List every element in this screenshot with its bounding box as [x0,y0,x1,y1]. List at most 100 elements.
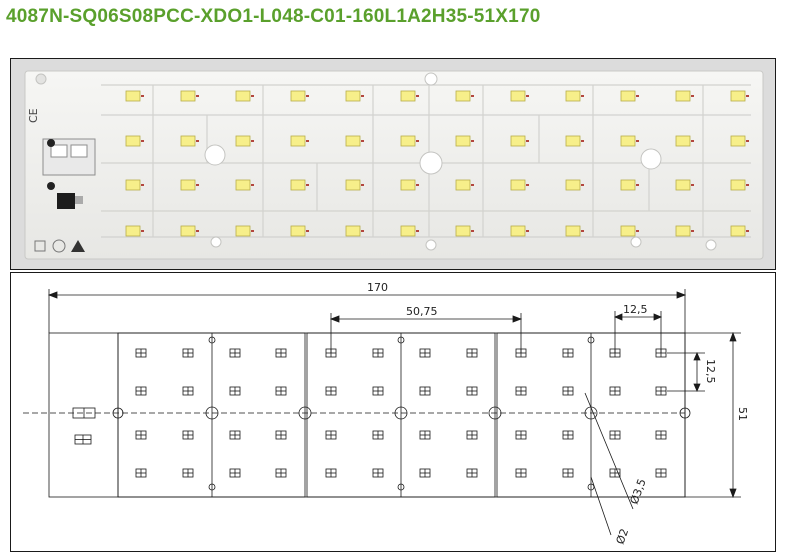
led-chip [345,135,364,147]
led-footprint [419,348,431,358]
led-chip [180,179,199,191]
led-chip [620,135,639,147]
led-chip [180,225,199,237]
dim-pitch-y-label: 12,5 [704,359,717,384]
led-footprint [466,430,478,440]
warning-symbols [34,239,85,253]
led-chip [675,179,694,191]
led-chip [730,135,749,147]
led-chip [400,225,419,237]
led-chip [235,225,254,237]
led-chip [290,90,309,102]
board-outline [48,332,686,498]
module-1 [117,332,306,498]
led-chip [400,179,419,191]
led-chip [290,135,309,147]
led-chip [345,90,364,102]
led-chip [565,179,584,191]
led-footprint [515,468,527,478]
led-footprint [655,468,667,478]
technical-drawing: 170 50,75 12,5 12,5 51 Ø3,5 Ø2 [10,272,776,552]
led-chip [565,135,584,147]
led-footprint [325,386,337,396]
led-footprint [325,468,337,478]
leader-hole-large [584,392,634,510]
led-chip [675,225,694,237]
led-footprint [372,430,384,440]
led-chip [290,179,309,191]
led-footprint [229,348,241,358]
led-footprint [609,348,621,358]
led-footprint [515,348,527,358]
led-footprint [655,386,667,396]
led-footprint [325,348,337,358]
led-chip [510,135,529,147]
led-footprint [182,430,194,440]
led-chip [345,225,364,237]
dimension-drawing: 170 50,75 12,5 12,5 51 Ø3,5 Ø2 [23,281,749,546]
led-chip [510,225,529,237]
product-code-title: 4087N-SQ06S08PCC-XDO1-L048-C01-160L1A2H3… [6,6,541,27]
led-chip [125,179,144,191]
led-chip [125,90,144,102]
led-chip [455,225,474,237]
led-footprint [275,468,287,478]
led-chip [400,90,419,102]
led-chip [510,90,529,102]
led-chip [730,179,749,191]
led-footprint [182,386,194,396]
led-footprint [609,430,621,440]
led-chip [180,135,199,147]
led-chip [125,135,144,147]
led-footprint [325,430,337,440]
led-chip [455,90,474,102]
led-footprint [562,348,574,358]
led-footprint [275,430,287,440]
led-chip [730,225,749,237]
led-footprint [515,430,527,440]
leader-hole-small [590,476,612,536]
led-chip [675,90,694,102]
dim-width-label: 51 [736,407,749,421]
led-footprint [372,468,384,478]
led-footprint [135,430,147,440]
led-footprint [562,386,574,396]
led-chip [400,135,419,147]
ce-mark: CE [27,108,40,123]
led-chip [510,179,529,191]
mounting-holes [35,72,717,251]
led-footprint [609,468,621,478]
led-footprint [419,468,431,478]
led-array [125,90,749,237]
led-chip [235,135,254,147]
connector [42,138,96,209]
product-photo: CE [10,58,776,270]
led-chip [620,225,639,237]
led-chip [455,179,474,191]
led-footprint [466,468,478,478]
led-footprint [229,386,241,396]
led-footprint [655,430,667,440]
led-board-photo: CE [24,70,764,260]
led-footprint [229,468,241,478]
led-chip [180,90,199,102]
dim-hole-small-label: Ø2 [614,527,632,546]
led-footprint [515,386,527,396]
led-footprint [135,468,147,478]
led-footprint [655,348,667,358]
led-chip [730,90,749,102]
led-footprint [182,468,194,478]
dim-pitch-x-label: 12,5 [623,303,648,316]
led-chip [565,225,584,237]
led-chip [125,225,144,237]
led-footprint [419,386,431,396]
led-chip [565,90,584,102]
led-footprint [562,468,574,478]
led-chip [620,179,639,191]
led-footprint [419,430,431,440]
pcb-board [24,70,764,260]
led-footprint [466,348,478,358]
led-chip [345,179,364,191]
led-footprint [372,348,384,358]
led-chip [675,135,694,147]
